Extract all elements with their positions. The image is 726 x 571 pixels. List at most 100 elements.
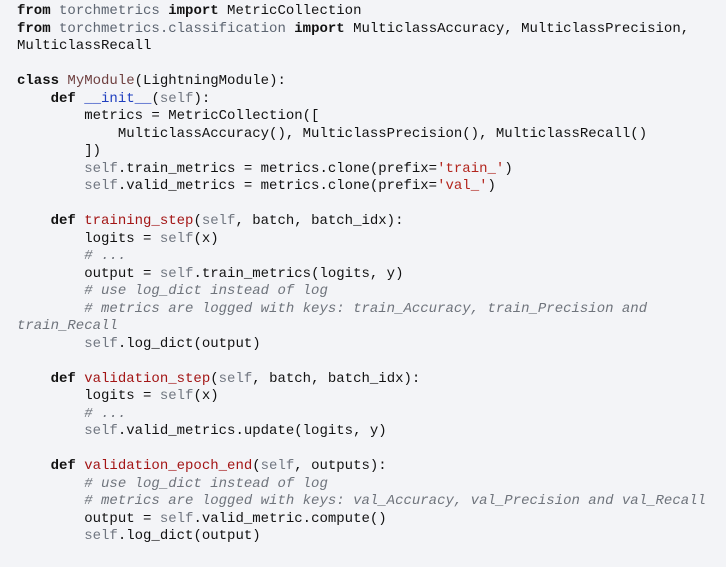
code-text: (x): [193, 388, 219, 404]
code-line: from torchmetrics import MetricCollectio…: [17, 3, 726, 21]
self-keyword: self: [84, 528, 118, 544]
string-literal: 'train_': [437, 160, 505, 177]
self-keyword: self: [84, 160, 118, 177]
code-text: logits =: [17, 230, 160, 247]
code-text: [17, 283, 84, 299]
code-text: .valid_metrics.update(logits, y): [117, 423, 387, 439]
self-keyword: self: [159, 90, 194, 107]
code-text: MulticlassAccuracy(), MulticlassPrecisio…: [17, 125, 648, 142]
code-text: [17, 213, 51, 229]
code-text: (: [193, 213, 202, 229]
code-line: def training_step(self, batch, batch_idx…: [17, 213, 726, 231]
code-text: , batch, batch_idx):: [252, 370, 421, 387]
code-line: output = self.valid_metric.compute(): [17, 511, 726, 529]
code-text: [17, 161, 84, 177]
code-text: , outputs):: [294, 458, 387, 474]
function-name: validation_step: [84, 370, 211, 387]
code-text: [17, 336, 84, 352]
self-keyword: self: [218, 370, 253, 387]
code-text: (LightningModule):: [134, 73, 286, 89]
code-line: ​: [17, 353, 726, 371]
code-line: self.log_dict(output): [17, 528, 726, 546]
code-text: .valid_metric.compute(): [193, 510, 387, 527]
comment: # ...: [84, 405, 127, 422]
code-text: output =: [17, 510, 160, 527]
keyword: def: [50, 90, 85, 107]
class-name: MyModule: [67, 73, 135, 89]
code-line: def validation_step(self, batch, batch_i…: [17, 371, 726, 389]
code-line: from torchmetrics.classification import …: [17, 21, 726, 56]
module-name: torchmetrics.classification: [59, 20, 295, 37]
code-text: output =: [17, 265, 160, 282]
self-keyword: self: [84, 335, 118, 352]
code-text: [17, 371, 51, 387]
code-line: self.valid_metrics.update(logits, y): [17, 423, 726, 441]
code-text: [17, 91, 51, 107]
keyword: class: [17, 73, 68, 89]
code-text: [17, 406, 84, 422]
code-line: # ...: [17, 406, 726, 424]
comment: # metrics are logged with keys: train_Ac…: [17, 300, 656, 335]
code-text: logits =: [17, 388, 160, 404]
code-line: def __init__(self):: [17, 91, 726, 109]
code-line: ​: [17, 441, 726, 459]
keyword: from: [17, 3, 60, 19]
comment: # use log_dict instead of log: [84, 475, 328, 492]
code-line: # use log_dict instead of log: [17, 283, 726, 301]
code-text: MulticlassAccuracy, MulticlassPrecision,…: [17, 20, 698, 55]
self-keyword: self: [159, 230, 194, 247]
code-line: # use log_dict instead of log: [17, 476, 726, 494]
code-text: (: [252, 458, 261, 474]
code-text: .log_dict(output): [117, 528, 261, 544]
code-text: [17, 493, 84, 509]
module-name: torchmetrics: [59, 3, 169, 19]
code-line: output = self.train_metrics(logits, y): [17, 266, 726, 284]
code-text: [17, 248, 84, 264]
code-text: ):: [193, 90, 211, 107]
code-text: [17, 476, 84, 492]
code-line: ​: [17, 56, 726, 74]
code-text: .log_dict(output): [117, 335, 261, 352]
code-text: [17, 178, 84, 194]
code-text: [17, 528, 84, 544]
comment: # ...: [84, 248, 127, 264]
self-keyword: self: [260, 458, 295, 474]
code-line: self.valid_metrics = metrics.clone(prefi…: [17, 178, 726, 196]
code-line: ​: [17, 196, 726, 214]
dunder-method: __init__: [84, 90, 152, 107]
code-text: (: [151, 90, 160, 107]
self-keyword: self: [159, 510, 194, 527]
code-line: # ...: [17, 248, 726, 266]
self-keyword: self: [159, 265, 194, 282]
code-text: (: [210, 370, 219, 387]
self-keyword: self: [84, 178, 118, 194]
code-text: (x): [193, 230, 219, 247]
code-line: self.train_metrics = metrics.clone(prefi…: [17, 161, 726, 179]
keyword: from: [17, 20, 60, 37]
code-text: ): [487, 178, 496, 194]
function-name: validation_epoch_end: [84, 458, 253, 474]
string-literal: 'val_': [437, 178, 488, 194]
code-line: logits = self(x): [17, 388, 726, 406]
keyword: import: [168, 3, 228, 19]
code-text: metrics = MetricCollection([: [17, 108, 320, 124]
code-line: class MyModule(LightningModule):: [17, 73, 726, 91]
code-text: .train_metrics(logits, y): [193, 265, 404, 282]
code-line: MulticlassAccuracy(), MulticlassPrecisio…: [17, 126, 726, 144]
code-text: [17, 458, 51, 474]
code-line: ]): [17, 143, 726, 161]
code-text: ): [504, 160, 513, 177]
code-line: self.log_dict(output): [17, 336, 726, 354]
code-line: # metrics are logged with keys: val_Accu…: [17, 493, 726, 511]
comment: # use log_dict instead of log: [84, 283, 328, 299]
function-name: training_step: [84, 213, 194, 229]
code-text: MetricCollection: [227, 3, 362, 19]
code-line: metrics = MetricCollection([: [17, 108, 726, 126]
keyword: def: [50, 458, 85, 474]
code-text: [17, 423, 84, 439]
code-text: ]): [17, 143, 102, 159]
code-line: # metrics are logged with keys: train_Ac…: [17, 301, 726, 336]
self-keyword: self: [201, 213, 236, 229]
self-keyword: self: [84, 423, 118, 439]
